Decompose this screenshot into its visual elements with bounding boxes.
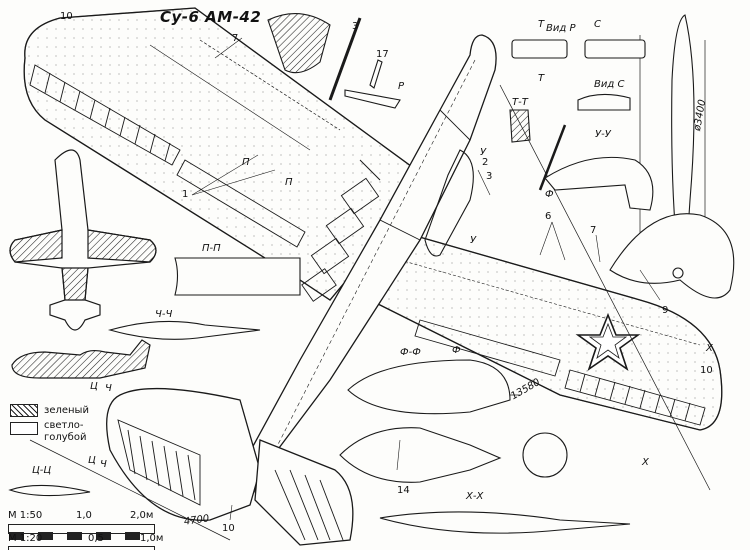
cut-mark-u-2: У: [470, 235, 477, 246]
section-profiles: [8, 13, 735, 534]
star-insignia: [575, 312, 641, 372]
scale-tick-1-20-a: 0,5: [88, 533, 104, 544]
callout-17: 17: [376, 49, 389, 60]
scale-bar-1-20: [8, 546, 155, 550]
callout-10-left: 10: [60, 11, 73, 22]
callout-9: 9: [662, 305, 669, 316]
cut-mark-r: Р: [398, 81, 405, 92]
right-aileron: [564, 369, 706, 426]
section-title-f-f: Ф-Ф: [400, 347, 421, 358]
legend-swatch-blue: [10, 422, 38, 435]
section-title-ts-ts: Ц-Ц: [32, 465, 52, 476]
callout-7-right: 7: [590, 225, 597, 236]
legend-swatch-green: [10, 404, 38, 417]
callout-7-top: 7: [232, 33, 239, 44]
scale-label-1-50: М 1:50: [8, 510, 43, 521]
cut-mark-u-1: У: [480, 147, 487, 158]
tailplane-right: [254, 439, 354, 546]
cut-mark-kh-2: Х: [642, 457, 649, 468]
callout-1: 1: [182, 189, 189, 200]
scale-tick-1-50-b: 2,0м: [130, 510, 154, 521]
cut-mark-ch-1: Ч: [105, 383, 112, 394]
cut-mark-p-1: П: [242, 157, 250, 168]
cut-mark-t-1: Т: [538, 19, 545, 30]
section-title-u-u: У-У: [595, 129, 611, 140]
callout-10-bottom: 10: [222, 523, 235, 534]
cut-mark-f-2: Ф: [452, 345, 461, 356]
section-title-kh-kh: Х-Х: [466, 491, 484, 502]
callout-2: 2: [482, 157, 489, 168]
cut-mark-ch-2: Ч: [100, 459, 107, 470]
scale-label-1-20: М 1:20: [8, 533, 43, 544]
callout-6: 6: [545, 211, 552, 222]
scale-bar-1-50: [8, 524, 155, 540]
section-title-p-p: П-П: [202, 243, 221, 254]
section-title-t-t: Т-Т: [512, 97, 528, 108]
cut-mark-ts-1: Ц: [90, 381, 98, 392]
callout-3: 3: [352, 21, 359, 32]
section-title-vid-r: Вид Р: [546, 23, 576, 34]
cut-mark-t-2: Т: [538, 73, 545, 84]
legend-label-blue: светло- голубой: [44, 420, 87, 443]
cut-mark-s: С: [594, 19, 601, 30]
silhouette-plan: [9, 149, 157, 331]
callout-10-right: 10: [700, 365, 713, 376]
scale-tick-1-20-b: 1,0м: [140, 533, 164, 544]
scale-tick-1-50-a: 1,0: [76, 510, 92, 521]
leader-lines: [191, 37, 661, 521]
callout-14: 14: [397, 485, 410, 496]
silhouette-side: [11, 339, 151, 379]
drawing-title: Су-6 АМ-42: [160, 8, 262, 26]
main-plan-view: [23, 7, 723, 546]
tailplane: [106, 387, 261, 521]
cut-mark-ts-2: Ц: [88, 455, 96, 466]
callout-4: 3: [486, 171, 493, 182]
cut-mark-p-2: П: [285, 177, 293, 188]
legend-label-green: зеленый: [44, 405, 89, 416]
cut-mark-f-1: Ф: [545, 189, 554, 200]
left-aileron: [29, 64, 181, 166]
cut-mark-kh-1: Х: [706, 343, 713, 354]
section-title-vid-s: Вид С: [594, 79, 625, 90]
section-title-ch-ch: Ч-Ч: [155, 309, 173, 320]
